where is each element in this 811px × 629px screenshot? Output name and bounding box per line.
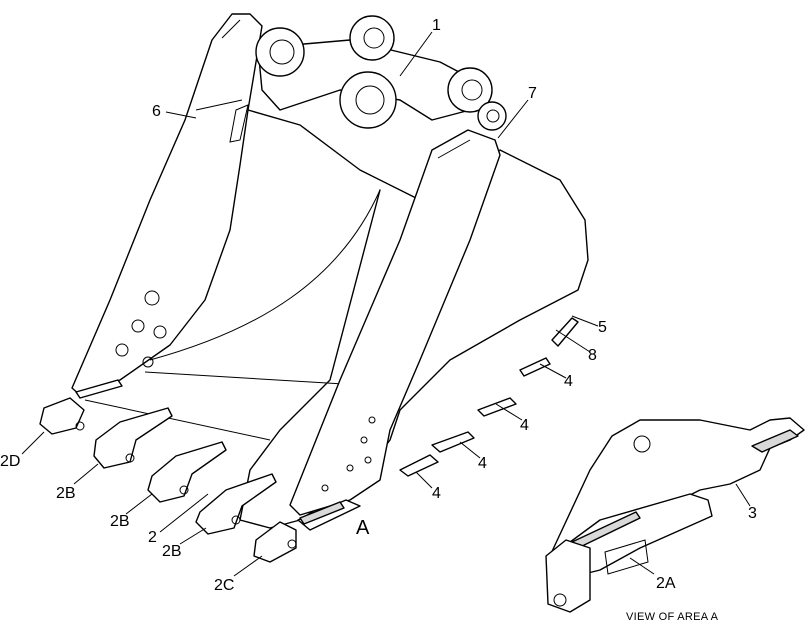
side-cutter: [399, 454, 439, 477]
bucket-tooth-2c: [253, 521, 297, 563]
left-plate-hole: [131, 319, 145, 333]
callout-1: 1: [432, 17, 441, 34]
callout-4: 4: [520, 417, 529, 434]
right-side-plate: [289, 129, 501, 516]
top-pin-boss: [339, 71, 397, 129]
callout-5: 5: [598, 319, 607, 336]
right-plate-hole: [368, 416, 376, 424]
side-cutter: [551, 317, 579, 347]
callout-2: 2: [148, 529, 157, 546]
bucket-tooth-2b: [195, 473, 277, 535]
callout-2c: 2C: [214, 577, 234, 594]
bucket-tooth-2b: [93, 407, 173, 469]
callout-2b: 2B: [110, 513, 130, 530]
retainer-pin: [75, 379, 123, 399]
left-side-plate: [71, 13, 263, 396]
callout-labels: 1 6 7 5 8 4 4 4 4 2D 2B 2B 2 2B 2C A 3 2…: [0, 17, 757, 623]
left-plate-hole: [153, 325, 167, 339]
callout-7: 7: [528, 85, 537, 102]
leader-lines: [21, 31, 751, 577]
callout-3: 3: [748, 505, 757, 522]
bucket-body: [39, 13, 589, 563]
area-a-detail: [545, 417, 805, 613]
left-plate-hole: [115, 343, 129, 357]
top-pin-boss: [447, 67, 493, 113]
right-plate-hole: [346, 464, 354, 472]
callout-6: 6: [152, 103, 161, 120]
callout-2b: 2B: [56, 485, 76, 502]
callout-4: 4: [432, 485, 441, 502]
callout-4: 4: [478, 455, 487, 472]
right-plate-hole: [364, 456, 372, 464]
detail-plate-hole: [633, 435, 651, 453]
callout-2a: 2A: [656, 575, 676, 592]
detail-tooth-2a: [545, 539, 591, 613]
callout-4: 4: [564, 373, 573, 390]
left-plate-hole: [142, 356, 154, 368]
callout-2b: 2B: [162, 543, 182, 560]
side-cutter: [477, 397, 517, 417]
detail-caption: VIEW OF AREA A: [626, 611, 719, 623]
right-plate-hole: [321, 484, 329, 492]
top-pin-boss: [349, 15, 395, 61]
top-pin-boss: [255, 27, 305, 77]
left-plate-hole: [144, 290, 160, 306]
side-cutter: [519, 357, 551, 377]
callout-8: 8: [588, 347, 597, 364]
side-cutter: [431, 431, 475, 453]
right-plate-hole: [360, 436, 368, 444]
callout-2d: 2D: [0, 453, 20, 470]
callout-area-a: A: [356, 517, 370, 539]
top-pin-boss: [477, 101, 507, 131]
